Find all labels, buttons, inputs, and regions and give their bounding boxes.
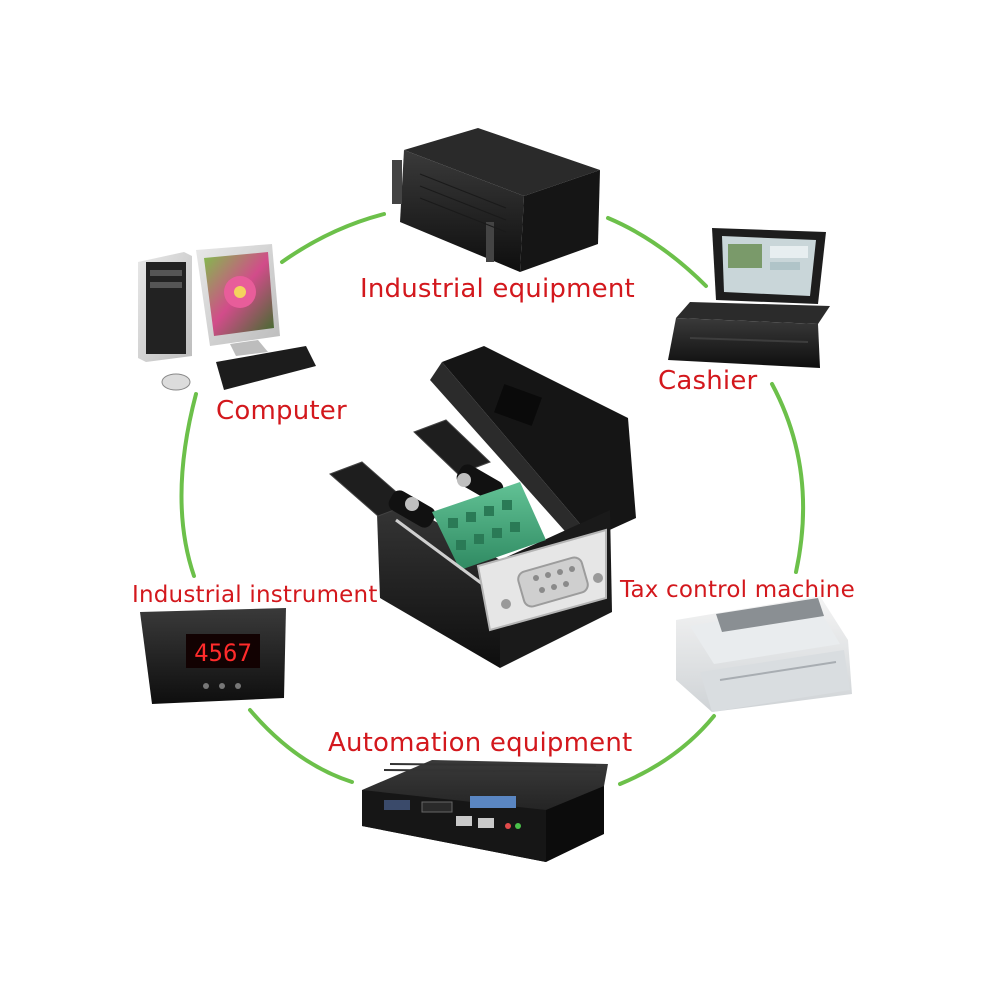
db9-terminal-connector-icon (329, 346, 636, 668)
meter-display-value: 4567 (194, 639, 252, 667)
label-automation-equipment: Automation equipment (328, 728, 633, 758)
fanless-industrial-pc-icon (362, 760, 608, 862)
connector-arcs (179, 212, 806, 786)
laptop-cashier-icon (668, 228, 830, 368)
label-computer: Computer (216, 396, 347, 426)
label-industrial-instrument: Industrial instrument (132, 582, 378, 608)
panel-meter-icon: 4567 (140, 608, 286, 704)
label-industrial-equipment: Industrial equipment (360, 274, 635, 304)
rack-server-icon (392, 128, 600, 272)
dot-matrix-printer-icon (676, 596, 852, 712)
arc-computer-to-industrial-equipment (280, 212, 386, 264)
arc-automation-to-instrument (248, 708, 354, 784)
desktop-computer-icon (138, 244, 316, 391)
label-tax-control-machine: Tax control machine (620, 577, 855, 603)
arc-industrial-equipment-to-cashier (606, 216, 708, 288)
arc-instrument-to-computer (179, 392, 198, 578)
arc-cashier-to-tax-control (770, 382, 806, 574)
label-cashier: Cashier (658, 366, 758, 396)
arc-tax-control-to-automation (618, 714, 716, 786)
